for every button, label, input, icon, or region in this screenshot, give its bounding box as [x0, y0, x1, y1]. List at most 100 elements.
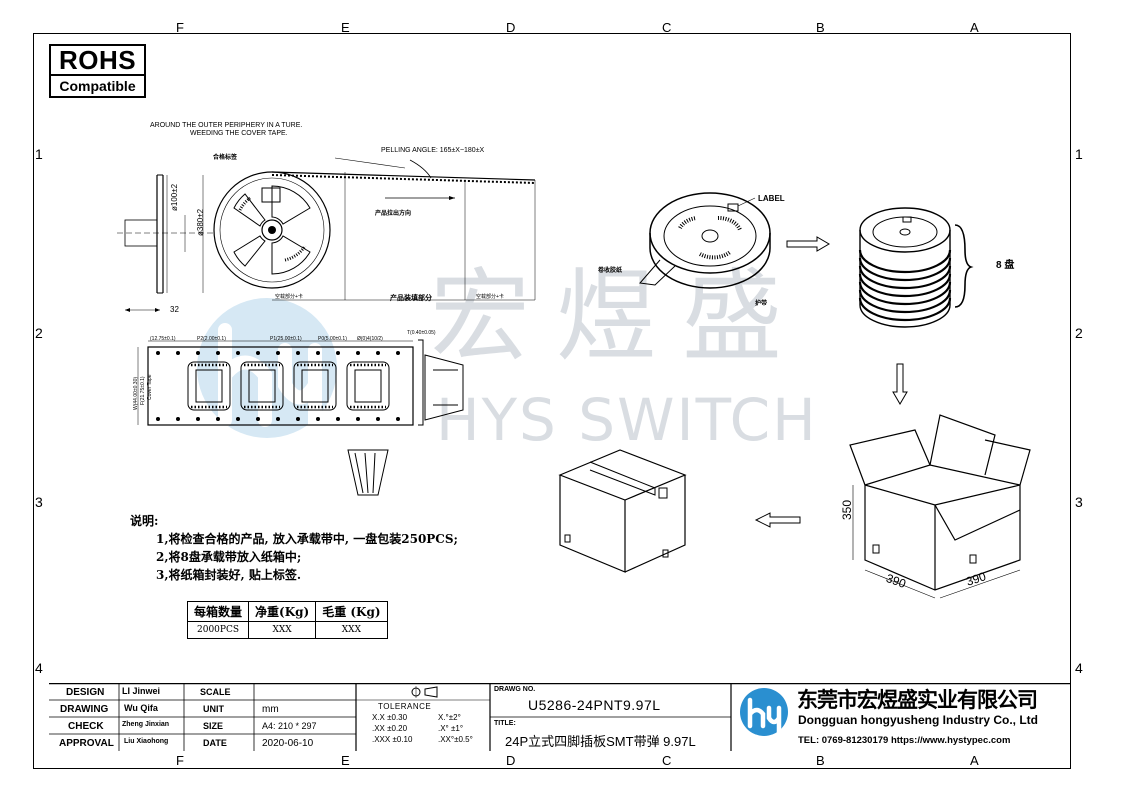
check-value: Zheng Jinxian	[122, 721, 170, 728]
tape-callout: 卷收胶纸	[598, 268, 623, 274]
drawing-label: DRAWING	[60, 704, 109, 715]
title-value: 24P立式四脚插板SMT带弹 9.97L	[505, 734, 696, 749]
weight-cell-net: XXX	[248, 621, 317, 639]
col-header-a-top: A	[970, 20, 979, 35]
drawing-frame	[33, 33, 1071, 769]
size-label: SIZE	[203, 721, 224, 731]
projection-symbol-icon	[411, 686, 438, 698]
col-header-c-bottom: C	[662, 753, 672, 768]
tol-1: X.X ±0.30	[372, 713, 408, 722]
row-header-4-right: 4	[1075, 660, 1083, 676]
qualified-label-note: 合格标签	[213, 155, 238, 161]
drawing-no-value: U5286-24PNT9.97L	[528, 697, 661, 713]
section-right-label: 空载部分+卡	[476, 294, 504, 300]
arrow-down-icon	[892, 363, 908, 405]
pitch-label-4: P0(5.00±0.1)	[318, 336, 347, 342]
box-height-label: 350	[840, 499, 854, 520]
company-name-en: Dongguan hongyusheng Industry Co., Ltd	[798, 713, 1038, 727]
dim-100-label: ø100±2	[170, 183, 179, 211]
dim-32-label: 32	[170, 305, 179, 314]
watermark-english: HYS SWITCH	[436, 386, 818, 454]
weight-header-qty: 每箱数量	[186, 601, 250, 622]
title-block-grid	[49, 683, 1071, 751]
arrow-left-icon	[754, 512, 801, 528]
weight-cell-qty: 2000PCS	[186, 621, 250, 639]
side-label-1: W(44.00±0.30)	[133, 376, 139, 410]
company-logo-icon	[740, 688, 788, 736]
col-header-b-bottom: B	[816, 753, 825, 768]
weight-cell-gross: XXX	[315, 621, 388, 639]
weight-header-net: 净重(Kg)	[248, 601, 317, 622]
notes-title: 说明:	[130, 514, 159, 528]
section-mid-label: 产品装填部分	[390, 295, 432, 302]
weight-header-gross: 毛重 (Kg)	[315, 601, 388, 622]
watermark-logo-icon	[197, 298, 337, 438]
scale-label: SCALE	[200, 687, 231, 697]
pitch-label-3: P1(25.00±0.1)	[270, 336, 302, 342]
tol-6: .XX°±0.5°	[438, 735, 473, 744]
check-label: CHECK	[68, 721, 104, 732]
label-callout: LABEL	[758, 194, 785, 203]
row-header-1-left: 1	[35, 146, 43, 162]
col-header-d-top: D	[506, 20, 516, 35]
dim-380-label: ø380±2	[196, 208, 205, 236]
approval-label: APPROVAL	[59, 738, 114, 749]
tol-3: .XX ±0.20	[372, 724, 408, 733]
col-header-d-bottom: D	[506, 753, 516, 768]
unit-value: mm	[262, 704, 279, 715]
row-header-2-right: 2	[1075, 325, 1083, 341]
pitch-label-6: T(0.40±0.05)	[407, 330, 436, 336]
carrier-tape-view	[137, 339, 464, 496]
dim-32-line	[125, 308, 160, 312]
row-header-2-left: 2	[35, 325, 43, 341]
drawing-no-label: DRAWG NO.	[494, 686, 536, 693]
note-item-1: 1,将检查合格的产品, 放入承载带中, 一盘包装250PCS;	[156, 532, 458, 546]
stacked-reels-illustration	[858, 207, 974, 328]
section-left-label: 空载部分+卡	[275, 294, 303, 300]
open-box-illustration	[849, 414, 1031, 599]
rohs-title: ROHS	[51, 46, 144, 76]
col-header-f-top: F	[176, 20, 184, 35]
col-header-e-top: E	[341, 20, 350, 35]
date-value: 2020-06-10	[262, 738, 314, 749]
stack-count-label: 8 盘	[996, 260, 1015, 271]
col-header-b-top: B	[816, 20, 825, 35]
tol-4: .X° ±1°	[438, 724, 464, 733]
weight-table: 每箱数量 净重(Kg) 毛重 (Kg) 2000PCS XXX XXX	[186, 601, 388, 639]
pitch-label-2: P2(2.00±0.1)	[197, 336, 226, 342]
rohs-subtitle: Compatible	[59, 78, 136, 94]
company-contact: TEL: 0769-81230179 https://www.hystypec.…	[798, 735, 1011, 746]
row-header-3-left: 3	[35, 494, 43, 510]
watermark-chinese: 宏煜盛	[430, 258, 808, 375]
col-header-f-bottom: F	[176, 753, 184, 768]
note-item-2: 2,将8盘承载带放入纸箱中;	[156, 550, 302, 564]
size-value: A4: 210 * 297	[262, 721, 317, 731]
row-header-1-right: 1	[1075, 146, 1083, 162]
col-header-a-bottom: A	[970, 753, 979, 768]
tolerance-label: TOLERANCE	[378, 702, 432, 711]
guard-callout: 护带	[755, 301, 768, 307]
rohs-badge: ROHS Compatible	[49, 44, 146, 98]
title-label: TITLE:	[494, 720, 516, 727]
direction-label: 产品拉出方向	[375, 211, 412, 217]
tol-5: .XXX ±0.10	[372, 735, 413, 744]
approval-value: Liu Xiaohong	[124, 738, 169, 745]
reel-front-view	[213, 157, 536, 301]
closed-box-illustration	[558, 449, 687, 573]
single-reel-illustration	[639, 192, 771, 289]
peel-angle-label: PELLING ANGLE: 165±X~180±X	[381, 147, 485, 154]
tol-2: X.°±2°	[438, 713, 461, 722]
pitch-label-5: Ø(0)4(10/2)	[357, 336, 383, 342]
design-value: LI Jinwei	[122, 686, 161, 696]
side-label-2: F(21.75±0.1)	[140, 376, 146, 405]
row-header-3-right: 3	[1075, 494, 1083, 510]
row-header-4-left: 4	[35, 660, 43, 676]
drawing-value: Wu Qifa	[124, 703, 158, 713]
unit-label: UNIT	[203, 704, 224, 714]
around-note-line2: WEEDING THE COVER TAPE.	[190, 130, 288, 137]
note-item-3: 3,将纸箱封装好, 贴上标签.	[156, 568, 302, 582]
col-header-e-bottom: E	[341, 753, 350, 768]
design-label: DESIGN	[66, 687, 105, 698]
side-label-3: Cover Tape	[147, 374, 153, 400]
pitch-label-1: (12.75±0.1)	[150, 336, 176, 342]
